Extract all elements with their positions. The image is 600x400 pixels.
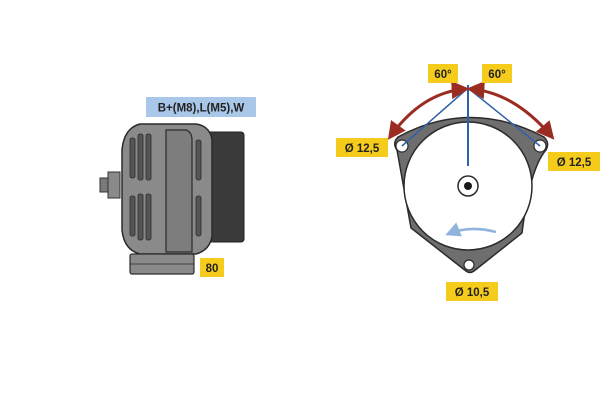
hole-right-label: Ø 12,5: [557, 157, 592, 169]
hole-left-label: Ø 12,5: [345, 143, 380, 155]
angle-left-label: 60°: [434, 69, 452, 81]
terminals-label: B+(M8),L(M5),W: [158, 103, 245, 115]
length-label: 80: [206, 263, 219, 275]
angle-left-tag: 60°: [428, 64, 458, 83]
hole-bottom-tag: Ø 10,5: [446, 282, 498, 301]
hole-right-tag: Ø 12,5: [548, 152, 600, 171]
hole-bottom-icon: [463, 259, 475, 271]
alternator-mounting-front-view-icon: [387, 81, 555, 274]
angle-right-label: 60°: [488, 69, 506, 81]
length-tag: 80: [200, 258, 224, 277]
alternator-side-view-icon: [99, 123, 245, 275]
rotation-arrow-icon: [445, 222, 497, 237]
terminals-tag: B+(M8),L(M5),W: [146, 97, 256, 117]
hole-left-tag: Ø 12,5: [336, 138, 388, 157]
hole-bottom-label: Ø 10,5: [455, 287, 490, 299]
angle-right-tag: 60°: [482, 64, 512, 83]
